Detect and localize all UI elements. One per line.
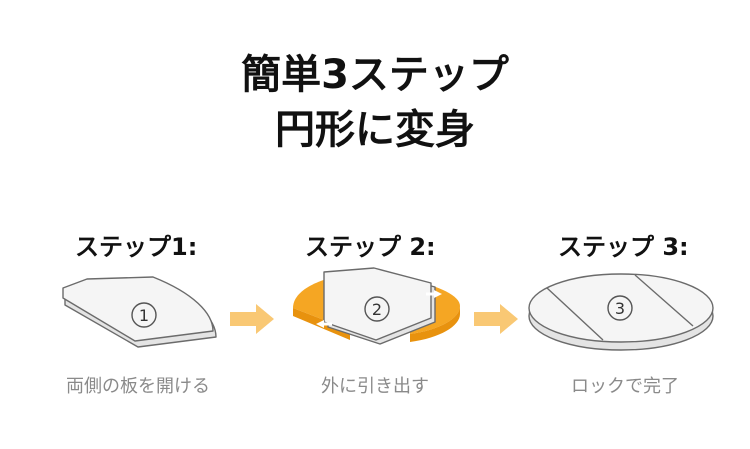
main-title-line1: 簡単3ステップ xyxy=(241,52,509,98)
step2-number: 2 xyxy=(372,300,382,319)
step2-caption: 外に引き出す xyxy=(321,376,429,397)
right-arrow-icon xyxy=(230,304,274,334)
step3-label: ステップ 3: xyxy=(558,233,689,261)
step1-table-illustration: 1 xyxy=(62,276,217,348)
step2-label: ステップ 2: xyxy=(305,233,436,261)
step1-caption: 両側の板を開ける xyxy=(66,376,210,397)
slide-arrow-icon xyxy=(316,320,332,328)
step1-label: ステップ1: xyxy=(75,233,198,261)
main-title-line2: 円形に変身 xyxy=(275,107,475,153)
step1-number: 1 xyxy=(139,306,149,325)
right-arrow-icon xyxy=(474,304,518,334)
step3-number: 3 xyxy=(615,299,625,318)
slide-arrow-icon xyxy=(426,290,442,298)
step3-caption: ロックで完了 xyxy=(571,376,679,397)
step3-table-illustration: 3 xyxy=(528,273,714,351)
step2-table-illustration: 2 xyxy=(293,267,460,345)
